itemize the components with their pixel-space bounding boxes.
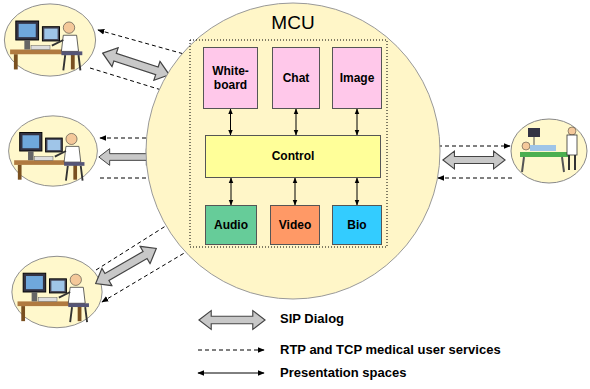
box-label: Audio <box>214 218 248 232</box>
workstation-icon <box>12 256 102 327</box>
presentation-link <box>357 109 358 135</box>
box-label: Video <box>279 218 311 232</box>
presentation-link <box>230 109 231 135</box>
box-label: Chat <box>283 71 310 85</box>
control-box: Control <box>205 135 381 178</box>
presentation-link <box>296 109 297 135</box>
presentation-link <box>295 178 296 205</box>
box-label: Image <box>340 71 375 85</box>
service-box: Video <box>270 205 320 245</box>
service-box: Bio <box>332 205 382 245</box>
service-box: White- board <box>203 47 258 109</box>
legend-label: RTP and TCP medical user services <box>280 342 501 357</box>
workstation-icon <box>4 4 95 76</box>
legend-samples <box>198 311 265 373</box>
service-box: Chat <box>272 47 320 109</box>
box-label: White- board <box>206 64 255 93</box>
mcu-title: MCU <box>145 12 441 34</box>
presentation-link <box>357 178 358 205</box>
presentation-link <box>231 178 232 205</box>
service-box: Image <box>332 47 382 109</box>
workstation-icon <box>9 116 98 186</box>
service-box: Audio <box>205 205 257 245</box>
legend-label: Presentation spaces <box>280 365 406 380</box>
box-label: Bio <box>347 218 366 232</box>
mcu-circle: MCU White- board Chat ImageControlAudio Vide… <box>145 2 441 300</box>
legend-label: SIP Dialog <box>280 311 344 326</box>
patient-icon <box>511 119 587 183</box>
box-label: Control <box>272 149 315 163</box>
